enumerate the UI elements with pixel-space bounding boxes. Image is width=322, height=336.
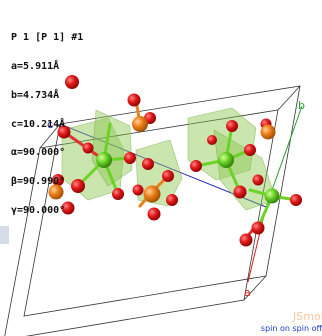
oxygen-atom (252, 174, 264, 186)
oxygen-atom (132, 184, 144, 196)
metal-atom (264, 188, 280, 204)
phosphorus-atom (143, 185, 161, 203)
oxygen-atom (82, 142, 94, 154)
metal-atoms (96, 152, 280, 204)
oxygen-atom (162, 170, 174, 182)
cell-param-beta: β=90.990° (11, 176, 66, 188)
cell-param-c: c=10.214Å (11, 118, 66, 130)
cell-param-alpha: α=90.000° (11, 147, 66, 159)
oxygen-atom (71, 179, 85, 193)
oxygen-atom (112, 188, 124, 200)
jsmol-logo[interactable]: JSmol (293, 310, 322, 323)
phosphorus-atom (132, 116, 148, 132)
cell-param-a: a=5.911Å (11, 60, 60, 72)
oxygen-atom (233, 185, 247, 199)
phosphorus-atom (260, 124, 276, 140)
axis-b-label: b (298, 99, 305, 112)
axis-c-label: c (47, 118, 53, 131)
oxygen-atom (61, 201, 75, 215)
phosphorus-atom (48, 184, 64, 200)
oxygen-atom (124, 152, 136, 164)
oxygen-atom (251, 221, 265, 235)
oxygen-atom (190, 160, 202, 172)
oxygen-atom (57, 125, 71, 139)
oxygen-atom (239, 233, 253, 247)
oxygen-atom (166, 194, 178, 206)
unit-cell-box (4, 85, 301, 336)
side-panel-toggle[interactable] (0, 226, 9, 244)
oxygen-atom (52, 174, 64, 186)
metal-atom (218, 152, 234, 168)
oxygen-atom (244, 144, 256, 156)
phosphorus-atoms (48, 116, 276, 203)
oxygen-atom (207, 135, 217, 145)
oxygen-atom (226, 120, 238, 132)
oxygen-atom (127, 93, 141, 107)
oxygen-atom (290, 194, 302, 206)
oxygen-atom (65, 75, 79, 89)
axis-a-label: a (244, 286, 251, 299)
oxygen-atom (142, 158, 154, 170)
spin-toggle-link[interactable]: spin on spin off (260, 324, 322, 333)
space-group-label: P 1 [P 1] #1 (11, 32, 84, 44)
cell-param-b: b=4.734Å (11, 89, 60, 101)
oxygen-atom (147, 207, 161, 221)
cell-parameters-panel: P 1 [P 1] #1 a=5.911Å b=4.734Å c=10.214Å… (11, 14, 83, 235)
cell-param-gamma: γ=90.000° (11, 204, 66, 216)
metal-atom (96, 152, 112, 168)
